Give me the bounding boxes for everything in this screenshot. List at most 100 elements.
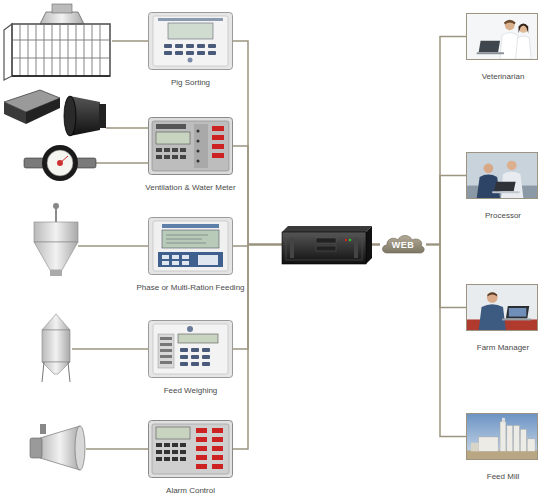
decoration-shape	[172, 443, 178, 447]
controller-box: Pig Sorting	[148, 12, 233, 70]
feeder-illustration	[34, 203, 78, 276]
decoration-shape	[471, 443, 479, 452]
decoration-shape	[40, 424, 46, 434]
decoration-shape	[52, 4, 72, 13]
fan-illustration	[64, 96, 106, 136]
decoration-shape	[286, 236, 362, 260]
decoration-shape	[366, 226, 372, 264]
decoration-shape	[187, 326, 193, 332]
decoration-shape	[502, 418, 505, 423]
decoration-shape	[92, 162, 148, 164]
decoration-shape	[212, 428, 223, 433]
decoration-shape	[188, 58, 193, 63]
decoration-shape	[164, 450, 170, 454]
decoration-shape	[149, 321, 233, 378]
decoration-shape	[212, 437, 223, 442]
decoration-shape	[506, 306, 529, 318]
decoration-shape	[316, 246, 336, 251]
user-label: Feed Mill	[453, 472, 550, 481]
decoration-shape	[212, 464, 223, 469]
decoration-shape	[197, 150, 200, 153]
user-photo	[467, 414, 537, 459]
controller-label: Phase or Multi-Ration Feeding	[118, 283, 263, 292]
decoration-shape	[197, 44, 205, 48]
decoration-shape	[196, 428, 207, 433]
decoration-shape	[520, 429, 526, 451]
decoration-shape	[162, 255, 218, 265]
decoration-shape	[196, 437, 207, 442]
decoration-shape	[156, 457, 162, 461]
decoration-shape	[40, 426, 80, 470]
decoration-shape	[160, 343, 172, 346]
decoration-shape	[467, 14, 537, 59]
decoration-shape	[12, 24, 110, 76]
decoration-shape	[172, 457, 178, 461]
decoration-shape	[4, 24, 12, 80]
decoration-shape	[282, 226, 372, 232]
web-cloud: WEB	[380, 232, 426, 257]
decoration-shape	[156, 450, 162, 454]
decoration-shape	[180, 355, 188, 359]
decoration-shape	[180, 362, 188, 366]
decoration-shape	[72, 348, 148, 350]
user-photo-box: Feed Mill	[466, 413, 538, 460]
decoration-shape	[290, 238, 294, 258]
decoration-shape	[75, 426, 85, 470]
decoration-shape	[60, 24, 61, 76]
decoration-shape	[196, 446, 207, 451]
decoration-shape	[282, 232, 366, 264]
pig-sorter-illustration	[4, 4, 110, 80]
decoration-shape	[212, 153, 224, 158]
decoration-shape	[196, 428, 223, 469]
decoration-shape	[153, 324, 228, 374]
controller-label: Alarm Control	[118, 486, 263, 495]
user-photo	[467, 285, 537, 330]
decoration-shape	[76, 24, 77, 76]
decoration-shape	[160, 361, 172, 364]
decoration-shape	[191, 362, 199, 366]
decoration-shape	[467, 153, 537, 198]
controller-box: Ventilation & Water Meter	[148, 117, 233, 175]
controller-panel	[148, 117, 233, 175]
controller-box: Feed Weighing	[148, 320, 233, 378]
decoration-shape	[194, 124, 208, 168]
decoration-shape	[162, 230, 219, 248]
decoration-shape	[34, 222, 78, 242]
decoration-shape	[164, 51, 172, 55]
decoration-shape	[180, 450, 186, 454]
decoration-shape	[180, 148, 186, 152]
decoration-shape	[164, 443, 170, 447]
network-connector	[233, 146, 380, 245]
decoration-shape	[509, 308, 527, 317]
user-label: Veterinarian	[453, 72, 550, 81]
decoration-shape	[158, 334, 174, 368]
user-photo-box: Farm Manager	[466, 284, 538, 331]
decoration-shape	[153, 16, 228, 66]
decoration-shape	[502, 319, 531, 321]
user-photo	[467, 14, 537, 59]
decoration-shape	[44, 24, 45, 76]
decoration-shape	[160, 355, 172, 358]
decoration-shape	[20, 24, 21, 76]
decoration-shape	[149, 118, 233, 175]
decoration-shape	[26, 98, 60, 124]
decoration-shape	[212, 446, 223, 451]
decoration-shape	[12, 24, 110, 76]
network-connector	[426, 245, 466, 437]
decoration-shape	[86, 448, 148, 450]
decoration-shape	[12, 58, 110, 59]
controller-box: Phase or Multi-Ration Feeding	[148, 217, 233, 275]
decoration-shape	[197, 160, 200, 163]
decoration-shape	[64, 96, 76, 136]
user-label: Farm Manager	[453, 343, 550, 352]
decoration-shape	[500, 422, 506, 452]
decoration-shape	[180, 457, 186, 461]
decoration-shape	[519, 24, 528, 33]
decoration-shape	[152, 121, 229, 171]
decoration-shape	[519, 24, 529, 34]
decoration-shape	[196, 455, 207, 460]
decoration-shape	[212, 455, 223, 460]
decoration-shape	[149, 421, 233, 478]
decoration-shape	[50, 270, 62, 276]
